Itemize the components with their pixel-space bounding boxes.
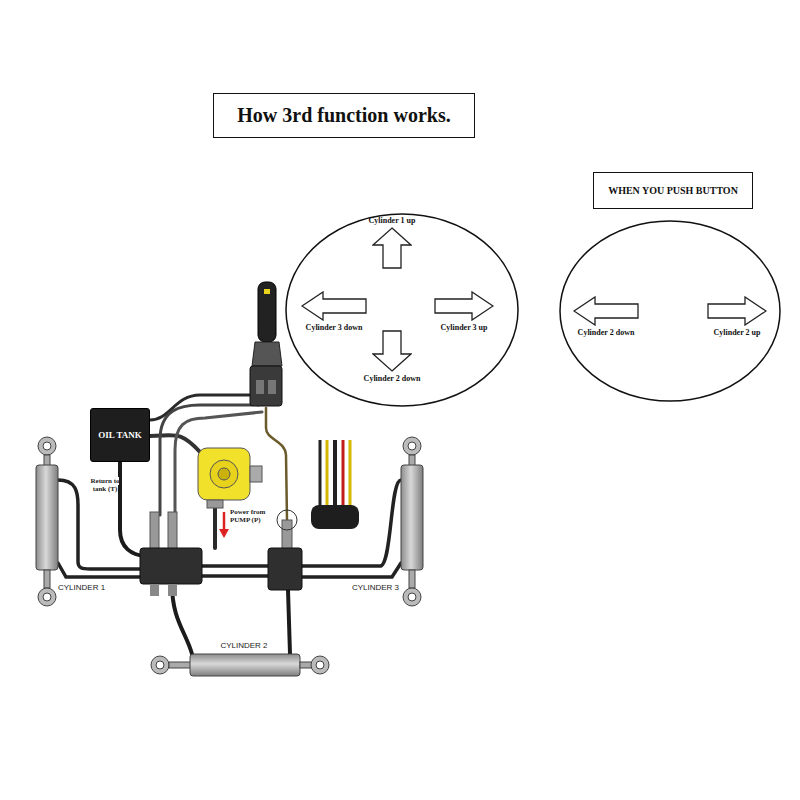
direction-ellipse (286, 214, 518, 406)
part-label-text: CYLINDER 1 (58, 583, 105, 592)
arrow-label: Cylinder 2 up (714, 328, 761, 337)
part-label-text: Power from PUMP (P) (230, 508, 265, 524)
direction-arrow: Cylinder 3 down (301, 291, 367, 334)
arrow-outline (373, 228, 411, 268)
hoses (58, 395, 401, 654)
cylinder-1 (36, 437, 58, 606)
direction-arrow: Cylinder 3 up (434, 291, 494, 334)
button-ellipse (560, 221, 780, 401)
title-text: How 3rd function works. (237, 104, 450, 127)
tank-label: OIL TANK (98, 430, 141, 440)
part-label-text: CYLINDER 3 (352, 583, 399, 592)
arrow-shape (707, 296, 767, 326)
direction-arrow: Cylinder 2 up (707, 296, 767, 339)
title-box: How 3rd function works. (213, 93, 475, 138)
part-label: CYLINDER 3 (335, 583, 399, 592)
part-label-text: CYLINDER 2 (220, 641, 267, 650)
box-text: WHEN YOU PUSH BUTTON (608, 185, 738, 196)
hose-inset (311, 440, 359, 529)
valve-left (140, 512, 202, 596)
joystick (250, 282, 282, 406)
cylinder-hose (288, 590, 290, 654)
arrow-shape (372, 330, 412, 372)
arrow-label: Cylinder 1 up (369, 216, 416, 225)
heading-box: WHEN YOU PUSH BUTTON (593, 172, 753, 209)
direction-arrow: Cylinder 2 down (364, 330, 421, 385)
arrow-shape (301, 291, 367, 321)
arrow-outline (435, 292, 493, 320)
arrow-outline (302, 292, 366, 320)
arrow-label: Cylinder 2 down (364, 374, 421, 383)
arrow-label: Cylinder 3 down (306, 323, 363, 332)
direction-arrow: Cylinder 2 down (573, 296, 639, 339)
cylinder-hose (58, 480, 140, 569)
arrow-shape (573, 296, 639, 326)
part-label: Return to tank (T) (84, 477, 126, 493)
arrow-outline (574, 297, 638, 325)
arrow-label: Cylinder 2 down (578, 328, 635, 337)
arrow-outline (708, 297, 766, 325)
valve-hose (202, 574, 268, 578)
part-label-text: Return to tank (T) (91, 477, 120, 493)
part-label: Power from PUMP (P) (230, 508, 276, 524)
cylinder-hose (58, 563, 140, 577)
cylinder-hose (302, 563, 401, 577)
oil-tank: OIL TANK (90, 408, 150, 462)
part-label: CYLINDER 2 (212, 641, 276, 650)
arrow-shape (434, 291, 494, 321)
valve-right (268, 510, 302, 590)
valve-hose (202, 564, 268, 568)
pump (198, 448, 262, 508)
arrow-shape (372, 227, 412, 269)
control-cable (266, 408, 287, 520)
pressure-hose (213, 505, 217, 548)
part-label: CYLINDER 1 (58, 583, 118, 592)
cylinder-2 (151, 654, 329, 676)
direction-arrow: Cylinder 1 up (369, 214, 416, 269)
arrow-label: Cylinder 3 up (441, 323, 488, 332)
pilot-hose (175, 412, 262, 515)
cylinder-3 (401, 437, 423, 606)
arrow-outline (373, 331, 411, 371)
flow-arrow (219, 512, 229, 538)
return-hose (120, 462, 145, 556)
